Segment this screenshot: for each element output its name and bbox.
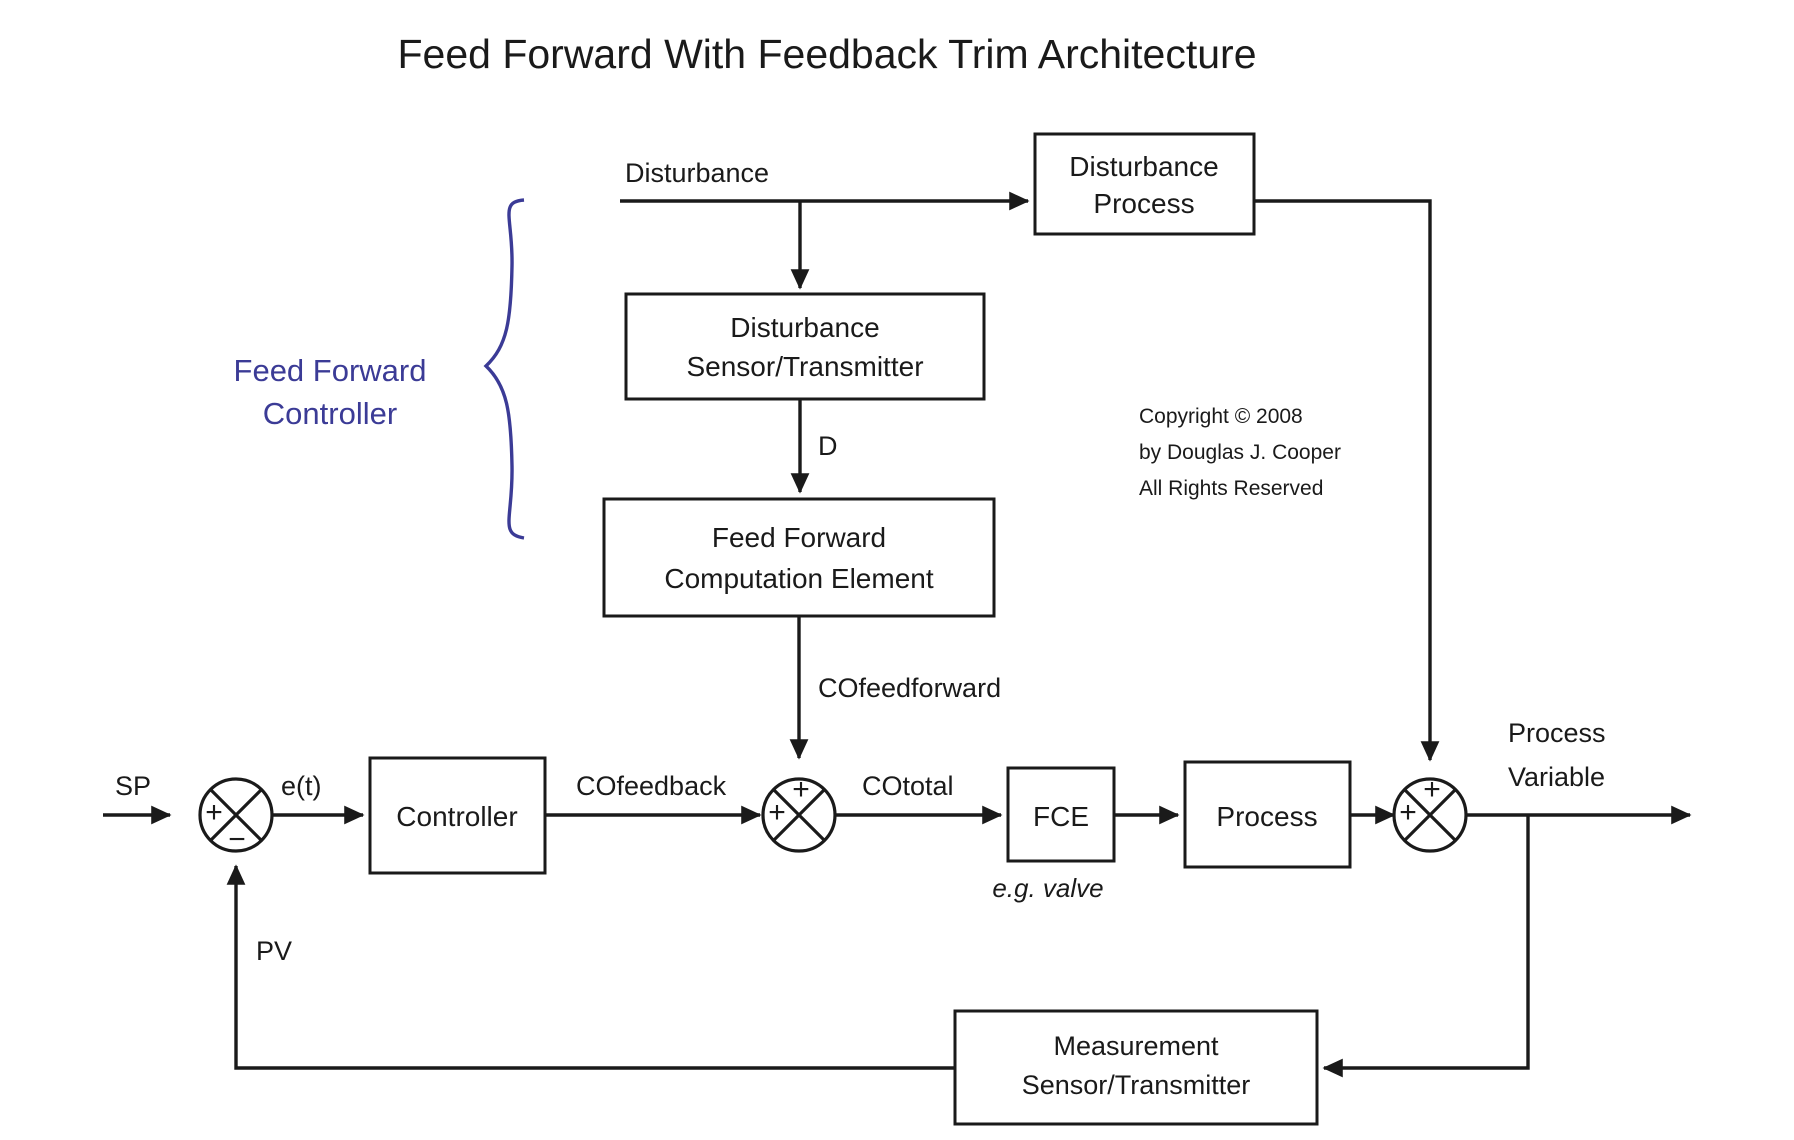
error-junction-cross-b xyxy=(209,788,263,842)
block-disturbance-process-line1: Disturbance xyxy=(1069,151,1218,182)
wire-disturbance-process-to-output-junction xyxy=(1254,199,1440,762)
co-total-junction-cross-b xyxy=(772,788,826,842)
block-measurement-sensor-line1: Measurement xyxy=(1053,1031,1219,1061)
block-disturbance-sensor[interactable] xyxy=(624,292,986,401)
process-output-junction-left-sign: + xyxy=(1399,796,1417,829)
signal-label-co-feedback: COfeedback xyxy=(576,771,727,801)
block-controller[interactable] xyxy=(368,756,547,875)
signal-label-process-variable-line2: Variable xyxy=(1508,762,1605,792)
signal-label-co-total: COtotal xyxy=(862,771,954,801)
signal-label-process-variable-line1: Process xyxy=(1508,718,1606,748)
co-total-junction-left-sign: + xyxy=(768,796,786,829)
block-fce[interactable] xyxy=(1006,766,1116,863)
block-controller-label: Controller xyxy=(396,801,517,832)
block-fce-label: FCE xyxy=(1033,801,1089,832)
block-process[interactable] xyxy=(1183,760,1352,869)
error-junction-left-sign: + xyxy=(205,796,223,829)
signal-label-co-feedforward: COfeedforward xyxy=(818,673,1001,703)
feed-forward-controller-label-line2: Controller xyxy=(263,396,397,431)
block-disturbance-process[interactable] xyxy=(1033,132,1256,236)
block-feed-forward-element-line2: Computation Element xyxy=(664,563,933,594)
page-title: Feed Forward With Feedback Trim Architec… xyxy=(397,31,1256,77)
block-feed-forward-element[interactable] xyxy=(602,497,996,618)
block-process-label: Process xyxy=(1216,801,1317,832)
signal-label-error: e(t) xyxy=(281,771,322,801)
block-disturbance-sensor-line1: Disturbance xyxy=(730,312,879,343)
signal-label-sp: SP xyxy=(115,771,151,801)
signal-label-pv: PV xyxy=(256,936,292,966)
copyright-line-3: All Rights Reserved xyxy=(1139,477,1323,500)
error-junction-bottom-sign: − xyxy=(228,823,246,856)
signal-label-d: D xyxy=(818,431,838,461)
process-output-junction-top-sign: + xyxy=(1423,773,1441,806)
co-total-junction-top-sign: + xyxy=(792,773,810,806)
copyright-line-2: by Douglas J. Cooper xyxy=(1139,441,1341,464)
wire-measurement-to-error-junction xyxy=(226,864,955,1070)
wire-pv-to-measurement xyxy=(1322,815,1530,1078)
feed-forward-controller-label-line1: Feed Forward xyxy=(234,353,427,388)
block-measurement-sensor-line2: Sensor/Transmitter xyxy=(1022,1070,1251,1100)
signal-label-disturbance: Disturbance xyxy=(625,158,769,188)
block-disturbance-process-line2: Process xyxy=(1093,188,1194,219)
process-output-junction-cross-b xyxy=(1403,788,1457,842)
block-disturbance-sensor-line2: Sensor/Transmitter xyxy=(686,351,923,382)
block-measurement-sensor[interactable] xyxy=(953,1009,1319,1126)
fce-note-label: e.g. valve xyxy=(992,873,1103,903)
block-feed-forward-element-line1: Feed Forward xyxy=(712,522,886,553)
copyright-line-1: Copyright © 2008 xyxy=(1139,405,1303,428)
feed-forward-controller-brace xyxy=(483,198,525,540)
